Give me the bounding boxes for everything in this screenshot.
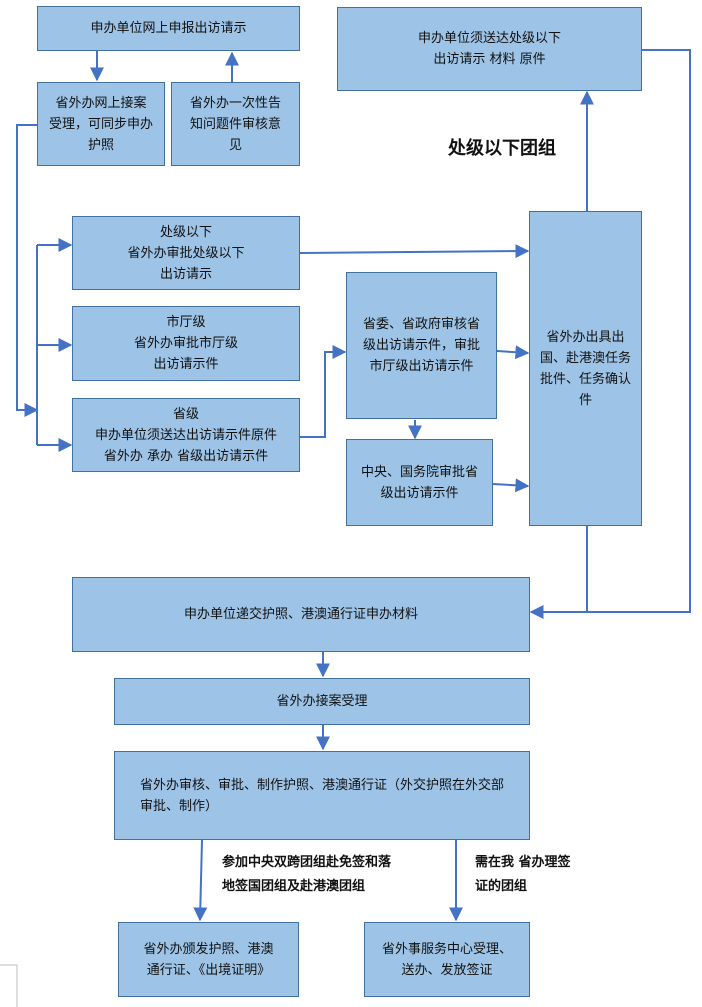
box-submit-passport-materials: 申办单位递交护照、港澳通行证申办材料 <box>72 577 530 652</box>
box-online-application: 申办单位网上申报出访请示 <box>37 6 300 51</box>
box-issue-passport-text: 省外办颁发护照、港澳 通行证、《出境证明》 <box>143 941 274 978</box>
box-online-acceptance: 省外办网上接案 受理，可同步申办 护照 <box>37 82 165 166</box>
loop-b4-b11 <box>529 49 691 619</box>
arrow-b13-b14 <box>193 839 208 922</box>
box-online-acceptance-text: 省外办网上接案 受理，可同步申办 护照 <box>48 95 153 153</box>
arrow-b8-b10 <box>496 345 530 360</box>
box-central-approval-text: 中央、国务院审批省 级出访请示件 <box>360 464 478 501</box>
box-one-time-notice: 省外办一次性告 知问题件审核意 见 <box>171 82 300 166</box>
box-submit-originals: 申办单位须送达处级以下 出访请示 材料 原件 <box>337 7 642 91</box>
box-visa-service-text: 省外事服务中心受理、 送办、发放签证 <box>381 941 512 978</box>
label-right-branch: 需在我 省办理签 证的团组 <box>475 855 571 894</box>
arrow-b5-b10 <box>299 244 530 259</box>
box-online-application-text: 申办单位网上申报出访请示 <box>90 21 247 36</box>
box-review-and-production-text: 省外办审核、审批、制作护照、港澳通行证（外交护照在外交部 审批、制作） <box>139 777 504 814</box>
box-provincial-committee-review: 省委、省政府审核省 级出访请示件，审批 市厅级出访请示件 <box>346 272 497 419</box>
corner-mark <box>0 964 18 1007</box>
box-provincial-level-text: 省级 申办单位须送达出访请示件原件 省外办 承办 省级出访请示件 <box>94 406 277 464</box>
box-municipal-level-text: 市厅级 省外办审批市厅级 出访请示件 <box>133 315 238 372</box>
box-task-approval: 省外办出具出 国、赴港澳任务 批件、任务确认 件 <box>529 211 642 526</box>
arrow-b7-b8 <box>300 345 347 438</box>
box-visa-service: 省外事服务中心受理、 送办、发放签证 <box>364 922 530 997</box>
box-submit-passport-materials-text: 申办单位递交护照、港澳通行证申办材料 <box>183 607 418 622</box>
box-central-approval: 中央、国务院审批省 级出访请示件 <box>346 439 493 526</box>
box-submit-originals-text: 申办单位须送达处级以下 出访请示 材料 原件 <box>417 31 561 67</box>
box-case-acceptance: 省外办接案受理 <box>114 678 530 725</box>
box-one-time-notice-text: 省外办一次性告 知问题件审核意 见 <box>189 95 281 153</box>
box-municipal-level: 市厅级 省外办审批市厅级 出访请示件 <box>72 306 300 381</box>
box-issue-passport: 省外办颁发护照、港澳 通行证、《出境证明》 <box>118 922 299 997</box>
box-provincial-level: 省级 申办单位须送达出访请示件原件 省外办 承办 省级出访请示件 <box>72 398 300 472</box>
box-case-acceptance-text: 省外办接案受理 <box>276 694 368 709</box>
box-division-level-text: 处级以下 省外办审批处级以下 出访请示 <box>127 224 245 282</box>
loop-b2-b7 <box>16 124 39 417</box>
box-division-level: 处级以下 省外办审批处级以下 出访请示 <box>72 216 300 290</box>
label-left-branch: 参加中央双跨团组赴免签和落 地签国团组及赴港澳团组 <box>222 855 392 894</box>
diagram-title: 处级以下团组 <box>448 138 556 159</box>
arrow-b9-b10 <box>492 478 530 493</box>
box-task-approval-text: 省外办出具出 国、赴港澳任务 批件、任务确认 件 <box>539 329 631 408</box>
box-provincial-committee-review-text: 省委、省政府审核省 级出访请示件，审批 市厅级出访请示件 <box>362 317 480 374</box>
box-review-and-production: 省外办审核、审批、制作护照、港澳通行证（外交护照在外交部 审批、制作） <box>114 751 530 840</box>
